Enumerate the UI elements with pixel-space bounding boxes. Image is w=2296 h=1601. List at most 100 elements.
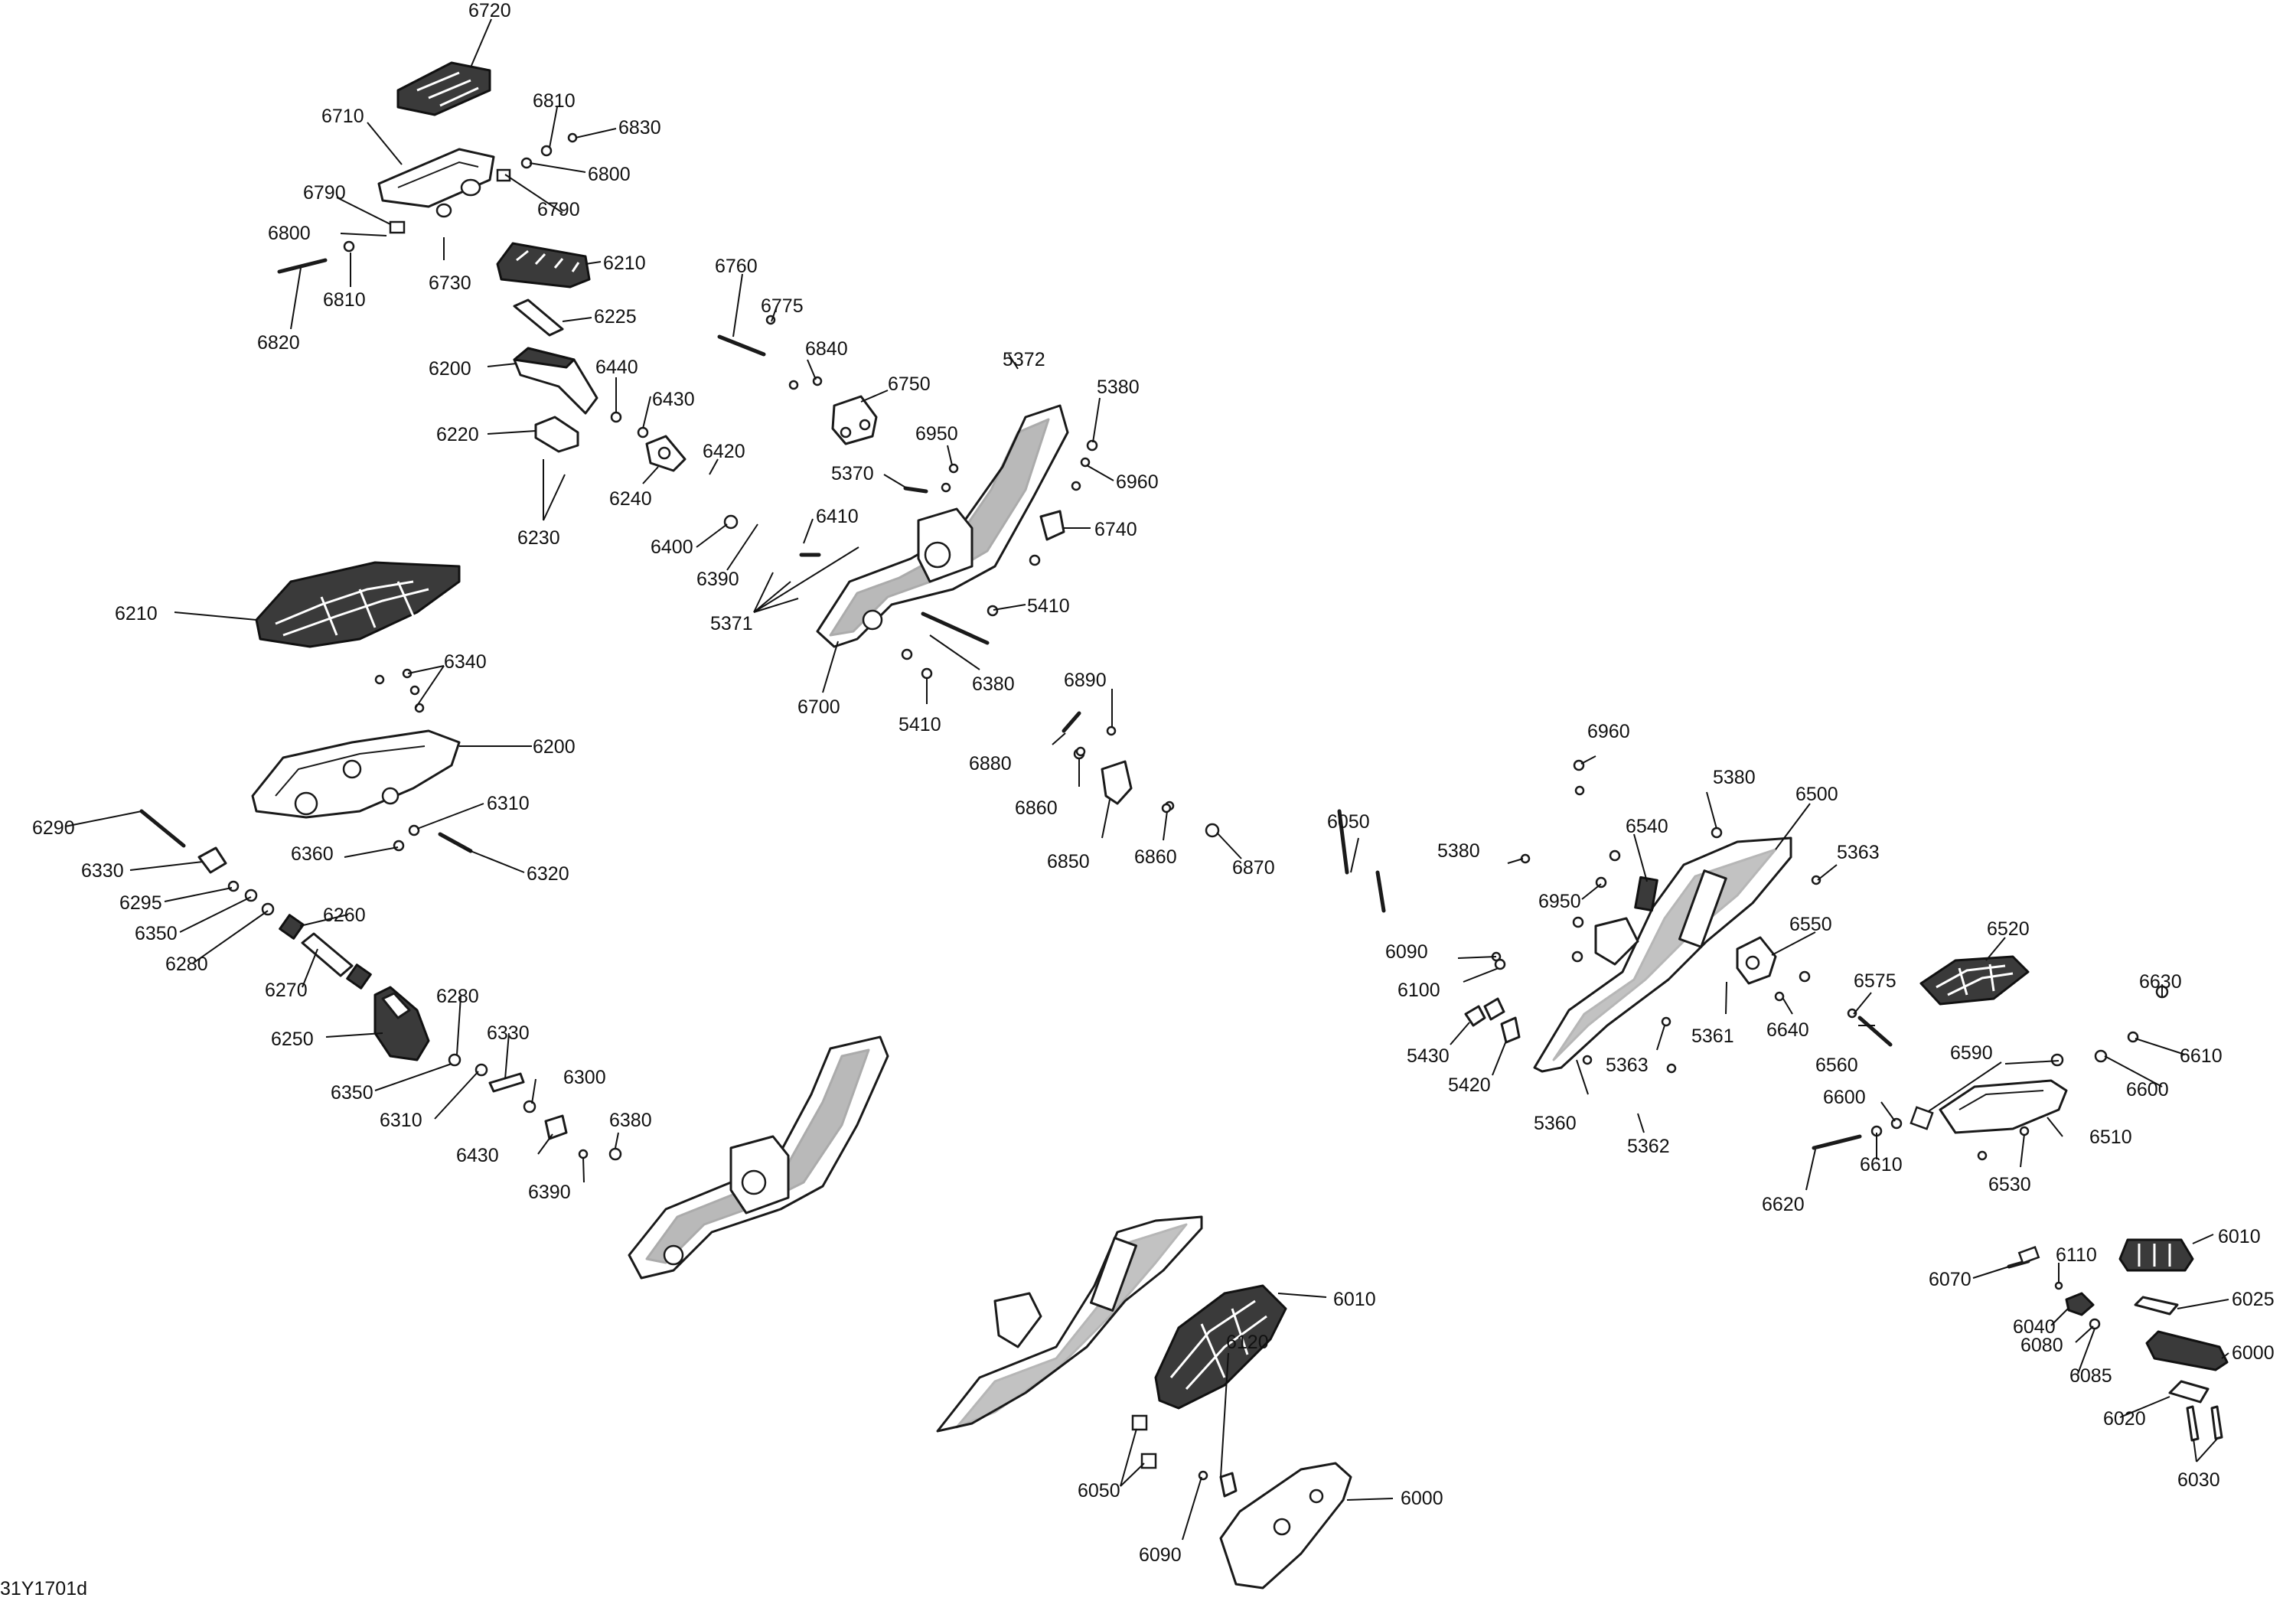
callout-label-6010: 6010 xyxy=(1333,1289,1376,1310)
callout-label-6775: 6775 xyxy=(761,295,804,317)
callout-label-6700: 6700 xyxy=(797,696,840,718)
callout-label-6960: 6960 xyxy=(1587,721,1630,742)
callout-label-6830: 6830 xyxy=(618,117,661,139)
callout-label-6380: 6380 xyxy=(972,673,1015,695)
callout-label-6610: 6610 xyxy=(2180,1045,2223,1067)
callout-label-5380: 5380 xyxy=(1097,377,1140,398)
callout-labels: 6720671068106830680067906790680067306810… xyxy=(32,0,2275,1566)
callout-label-6800: 6800 xyxy=(588,164,631,185)
callout-label-6120: 6120 xyxy=(1226,1332,1269,1353)
callout-label-6090: 6090 xyxy=(1139,1544,1182,1566)
callout-label-6810: 6810 xyxy=(323,289,366,311)
callout-label-6575: 6575 xyxy=(1854,970,1896,992)
callout-label-6430: 6430 xyxy=(652,389,695,410)
callout-label-6050: 6050 xyxy=(1327,811,1370,833)
callout-label-6860: 6860 xyxy=(1134,846,1177,868)
callout-label-6740: 6740 xyxy=(1094,519,1137,540)
callout-label-6350: 6350 xyxy=(135,923,178,944)
callout-label-5370: 5370 xyxy=(831,463,874,484)
part-6750-block xyxy=(831,395,878,445)
callout-label-6760: 6760 xyxy=(715,256,758,277)
callout-label-5363: 5363 xyxy=(1837,842,1880,863)
callout-label-6200: 6200 xyxy=(533,736,576,758)
callout-label-6300: 6300 xyxy=(563,1067,606,1088)
part-6740-clip xyxy=(1039,510,1065,541)
callout-label-6860: 6860 xyxy=(1015,797,1058,819)
part-6200-bracket xyxy=(513,347,598,415)
part-6720-top-pad xyxy=(396,61,491,116)
callout-label-5420: 5420 xyxy=(1448,1074,1491,1096)
part-6240-latch xyxy=(645,435,687,472)
part-6550-block xyxy=(1736,936,1777,985)
callout-label-6600: 6600 xyxy=(1823,1087,1866,1108)
callout-label-6390: 6390 xyxy=(528,1182,571,1203)
callout-label-6230: 6230 xyxy=(517,527,560,549)
callout-label-6240: 6240 xyxy=(609,488,652,510)
part-6500-right-bracket xyxy=(1533,836,1792,1073)
part-6020-block xyxy=(2168,1380,2210,1404)
callout-label-6330: 6330 xyxy=(81,860,124,882)
callout-label-6000: 6000 xyxy=(2232,1342,2275,1364)
callout-label-6100: 6100 xyxy=(1397,980,1440,1001)
callout-label-5363: 5363 xyxy=(1606,1055,1649,1076)
part-6540-pad xyxy=(1634,875,1658,912)
callout-label-6620: 6620 xyxy=(1762,1194,1805,1215)
callout-label-6320: 6320 xyxy=(527,863,569,885)
callout-label-6295: 6295 xyxy=(119,892,162,914)
part-6260-bushing xyxy=(279,914,372,990)
callout-label-6380: 6380 xyxy=(609,1110,652,1131)
callout-label-6080: 6080 xyxy=(2020,1335,2063,1356)
fasteners xyxy=(139,258,2030,1269)
leader-lines xyxy=(64,18,2229,1541)
callout-label-6540: 6540 xyxy=(1626,816,1668,837)
callout-label-6260: 6260 xyxy=(323,905,366,926)
part-6225-plate xyxy=(513,298,564,337)
callout-label-6520: 6520 xyxy=(1987,918,2030,940)
part-6520-footrest-right xyxy=(1919,955,2030,1006)
callout-label-6340: 6340 xyxy=(444,651,487,673)
callout-label-6750: 6750 xyxy=(888,373,931,395)
callout-label-6840: 6840 xyxy=(805,338,848,360)
part-6270-tube xyxy=(301,932,354,977)
callout-label-6030: 6030 xyxy=(2177,1469,2220,1491)
callout-label-5430: 5430 xyxy=(1407,1045,1450,1067)
callout-label-6950: 6950 xyxy=(915,423,958,445)
callout-label-6790: 6790 xyxy=(303,182,346,204)
part-6000-center-bracket xyxy=(1219,1462,1352,1590)
callout-label-6790: 6790 xyxy=(537,199,580,220)
part-center-left-bracket xyxy=(628,1035,889,1280)
callout-label-6730: 6730 xyxy=(429,272,471,294)
part-6590-bushing xyxy=(1910,1106,1934,1130)
callout-label-6280: 6280 xyxy=(436,986,479,1007)
callout-label-6550: 6550 xyxy=(1789,914,1832,935)
callout-label-5410: 5410 xyxy=(1027,595,1070,617)
part-6010-center-footrest xyxy=(1154,1284,1287,1410)
callout-label-6710: 6710 xyxy=(321,106,364,127)
callout-label-6420: 6420 xyxy=(703,441,745,462)
callout-label-6610: 6610 xyxy=(1860,1154,1903,1175)
callout-label-6870: 6870 xyxy=(1232,857,1275,879)
callout-label-6310: 6310 xyxy=(380,1110,422,1131)
callout-label-6950: 6950 xyxy=(1538,891,1581,912)
callout-label-6800: 6800 xyxy=(268,223,311,244)
callout-label-6430: 6430 xyxy=(456,1145,499,1166)
part-6220-block xyxy=(534,416,579,453)
callout-label-5410: 5410 xyxy=(899,714,941,735)
callout-label-6560: 6560 xyxy=(1815,1055,1858,1076)
callout-label-6880: 6880 xyxy=(969,753,1012,774)
part-6700-left-bracket xyxy=(816,404,1069,648)
callout-label-6250: 6250 xyxy=(271,1029,314,1050)
callout-label-5371: 5371 xyxy=(710,613,753,634)
callout-label-6590: 6590 xyxy=(1950,1042,1993,1064)
callout-label-6025: 6025 xyxy=(2232,1289,2275,1310)
callout-label-6290: 6290 xyxy=(32,817,75,839)
callout-label-6360: 6360 xyxy=(291,843,334,865)
callout-label-6210: 6210 xyxy=(603,253,646,274)
callout-label-6850: 6850 xyxy=(1047,851,1090,872)
part-center-bracket xyxy=(936,1215,1203,1433)
part-6200-large-bracket xyxy=(251,729,461,819)
callout-label-6070: 6070 xyxy=(1929,1269,1971,1290)
callout-label-6810: 6810 xyxy=(533,90,576,112)
callout-label-6000: 6000 xyxy=(1401,1488,1443,1509)
